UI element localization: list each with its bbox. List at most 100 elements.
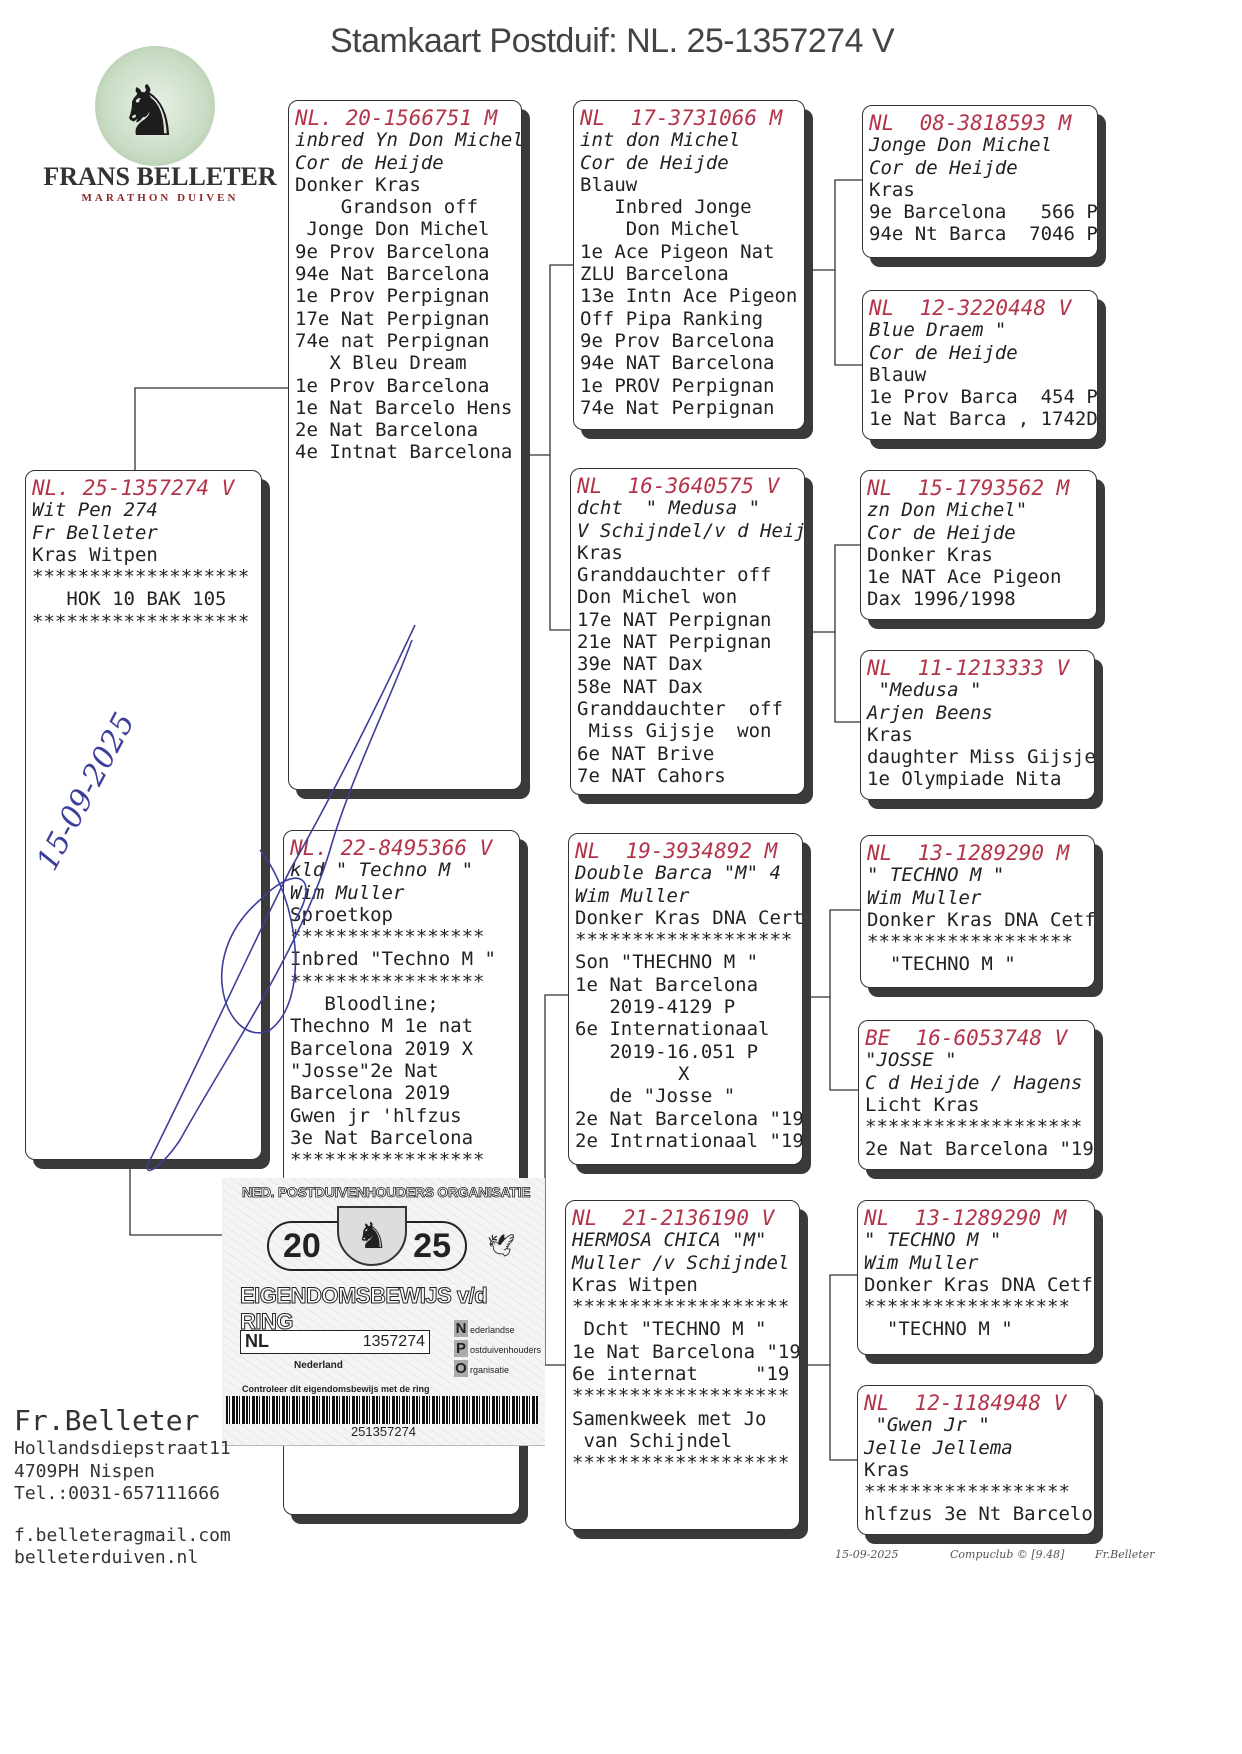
detail-line: Gwen jr 'hlfzus: [290, 1104, 462, 1127]
breeder: V Schijndel/v d Heij: [577, 519, 805, 542]
detail-line: Kras Witpen: [32, 543, 158, 566]
pigeon-name: " TECHNO M ": [864, 1229, 1002, 1252]
detail-line: Kras: [577, 541, 623, 564]
detail-line: *****************: [290, 1149, 485, 1172]
ring-number: NL 19-3934892 M: [575, 839, 778, 863]
breeder: Jelle Jellema: [864, 1436, 1013, 1459]
detail-line: Donker Kras DNA Cetf: [864, 1273, 1093, 1296]
detail-line: ZLU Barcelona: [580, 263, 729, 286]
detail-line: "Josse"2e Nat: [290, 1059, 439, 1082]
detail-line: 1e Nat Barca , 1742DV: [869, 408, 1098, 431]
owner-website: belleterduiven.nl: [14, 1547, 199, 1568]
detail-line: "TECHNO M ": [864, 1318, 1013, 1341]
detail-line: Donker Kras: [867, 543, 993, 566]
detail-line: ******************: [864, 1481, 1070, 1504]
owner-street: Hollandsdiepstraat11: [14, 1438, 231, 1459]
club-logo: ♞ FRANS BELLETER MARATHON DUIVEN: [30, 38, 290, 208]
detail-line: 9e Prov Barcelona: [580, 329, 775, 352]
detail-line: 1e Nat Barcelona: [575, 973, 759, 996]
detail-line: Kras Witpen: [572, 1273, 698, 1296]
footer-software: Compuclub © [9.48]: [950, 1548, 1065, 1561]
card-organisation: NED. POSTDUIVENHOUDERS ORGANISATIE: [242, 1184, 531, 1201]
detail-line: 13e Intn Ace Pigeon: [580, 285, 798, 308]
ring-number: NL 16-3640575 V: [577, 474, 780, 498]
detail-line: 9e Prov Barcelona: [295, 240, 490, 263]
lion-icon: ♞: [125, 61, 174, 154]
detail-line: 3e Nat Barcelona: [290, 1126, 474, 1149]
pigeon-name: zn Don Michel": [867, 499, 1028, 522]
detail-line: 21e NAT Perpignan: [577, 631, 772, 654]
detail-line: 39e NAT Dax: [577, 653, 703, 676]
detail-line: 9e Barcelona 566 P: [869, 201, 1098, 224]
ring-number: NL 08-3818593 M: [869, 111, 1072, 135]
detail-line: Dax 1996/1998: [867, 588, 1016, 611]
footer-date: 15-09-2025: [835, 1548, 899, 1561]
ring-number: NL. 25-1357274 V: [32, 476, 235, 500]
detail-line: 1e Nat Barcelo Hens: [295, 396, 513, 419]
footer-owner: Fr.Belleter: [1095, 1548, 1155, 1561]
ring-number: NL 21-2136190 V: [572, 1206, 775, 1230]
detail-line: Kras: [869, 178, 915, 201]
detail-line: 2e Nat Barcelona "19: [865, 1138, 1094, 1161]
detail-line: 94e Nat Barcelona: [295, 263, 490, 286]
owner-name: Fr.Belleter: [14, 1404, 200, 1437]
detail-line: *******************: [32, 566, 250, 589]
ring-number: NL 12-1184948 V: [864, 1391, 1067, 1415]
breeder: Wim Muller: [864, 1251, 979, 1274]
detail-line: X: [575, 1062, 690, 1085]
detail-line: 6e NAT Brive: [577, 742, 715, 765]
detail-line: Granddauchter off: [577, 564, 772, 587]
ring-number: NL 13-1289290 M: [864, 1206, 1067, 1230]
detail-line: 2019-4129 P: [575, 996, 736, 1019]
logo-emblem: [95, 46, 215, 166]
ring-number: NL 17-3731066 M: [580, 106, 783, 130]
detail-line: 17e NAT Perpignan: [577, 608, 772, 631]
detail-line: Donker Kras: [295, 173, 421, 196]
detail-line: *******************: [572, 1452, 790, 1475]
breeder: Cor de Heijde: [869, 156, 1018, 179]
detail-line: Blauw: [869, 363, 927, 386]
detail-line: Thechno M 1e nat: [290, 1015, 474, 1038]
breeder: Cor de Heijde: [580, 151, 729, 174]
barcode-number: 251357274: [350, 1424, 417, 1439]
year-left: 20: [283, 1226, 321, 1265]
breeder: Cor de Heijde: [295, 151, 444, 174]
detail-line: 6e Internationaal: [575, 1018, 770, 1041]
ring-number: NL 13-1289290 M: [867, 841, 1070, 865]
breeder: C d Heijde / Hagens: [865, 1071, 1083, 1094]
detail-line: *****************: [290, 970, 485, 993]
detail-line: 94e NAT Barcelona: [580, 352, 775, 375]
page-title: Stamkaart Postduif: NL. 25-1357274 V: [330, 22, 895, 60]
detail-line: Donker Kras DNA Cetf: [867, 908, 1095, 931]
pigeon-name: Wit Pen 274: [32, 499, 158, 522]
detail-line: 1e Nat Barcelona "19: [572, 1340, 800, 1363]
pigeon-name: inbred Yn Don Michel: [295, 129, 522, 152]
detail-line: Miss Gijsje won: [577, 720, 772, 743]
detail-line: Inbred "Techno M ": [290, 948, 496, 971]
detail-line: X Bleu Dream: [295, 352, 467, 375]
detail-line: Kras: [864, 1458, 910, 1481]
pigeon-name: "Medusa ": [867, 679, 982, 702]
breeder: Cor de Heijde: [869, 341, 1018, 364]
detail-line: 17e Nat Perpignan: [295, 307, 490, 330]
breeder: Wim Muller: [575, 884, 690, 907]
pigeon-name: Blue Draem ": [869, 319, 1007, 342]
detail-line: 4e Intnat Barcelona: [295, 441, 513, 464]
breeder: Cor de Heijde: [867, 521, 1016, 544]
detail-line: HOK 10 BAK 105: [32, 588, 227, 611]
ring-number: NL. 20-1566751 M: [295, 106, 498, 130]
breeder: Arjen Beens: [867, 701, 993, 724]
detail-line: 1e NAT Ace Pigeon: [867, 566, 1062, 589]
pigeon-name: "JOSSE ": [865, 1049, 957, 1072]
detail-line: daughter Miss Gijsje: [867, 746, 1095, 769]
detail-line: van Schijndel: [572, 1429, 733, 1452]
detail-line: *****************: [290, 926, 485, 949]
